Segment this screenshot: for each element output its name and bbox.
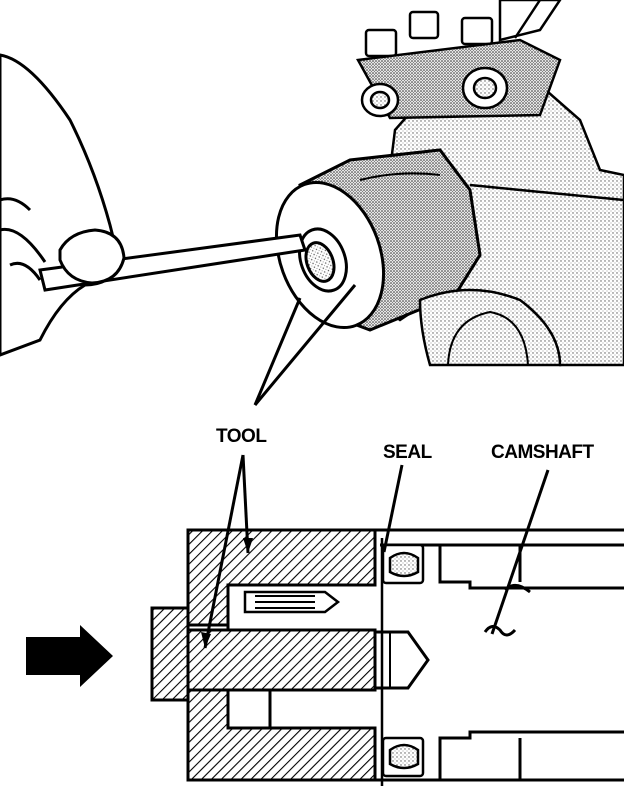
hand-with-screwdriver xyxy=(0,53,307,357)
engine-perspective-illustration xyxy=(0,0,624,367)
tool-cylinder xyxy=(274,148,482,332)
tool-leader-1 xyxy=(203,454,245,649)
bolt-tip xyxy=(373,630,430,690)
label-seal: SEAL xyxy=(383,442,433,463)
leader-arrowheads xyxy=(201,538,253,648)
tool-leader-2 xyxy=(241,454,250,554)
cross-section-diagram xyxy=(26,528,624,786)
push-arrow-icon xyxy=(26,625,113,687)
tool-leader-lines-top xyxy=(253,284,357,406)
threaded-bolt xyxy=(186,628,377,692)
tool-body-lower xyxy=(186,688,377,782)
seal-leader xyxy=(382,464,404,553)
label-tool: TOOL xyxy=(216,426,267,447)
valve-bolts xyxy=(356,0,562,120)
camshaft-leader xyxy=(490,469,550,635)
label-camshaft: CAMSHAFT xyxy=(491,442,594,463)
leader-lines-bottom xyxy=(203,454,550,649)
tool-head xyxy=(150,606,190,702)
